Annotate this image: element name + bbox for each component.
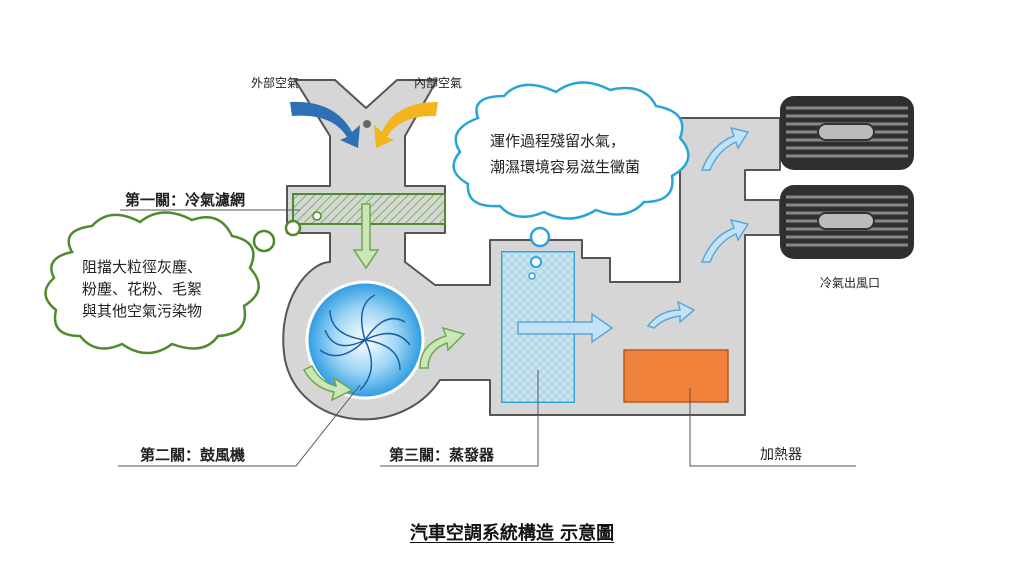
heater-label: 加熱器	[760, 447, 802, 463]
vent-top	[780, 96, 914, 170]
evaporator-note-line-2: 潮濕環境容易滋生黴菌	[490, 158, 641, 176]
outside-air-label: 外部空氣	[251, 76, 300, 90]
outside-air-arrow	[290, 101, 360, 148]
fan-blades	[319, 294, 411, 391]
inside-air-label: 內部空氣	[414, 76, 463, 90]
inside-air-arrow	[374, 102, 438, 148]
filter-note-cloud	[44, 211, 260, 355]
diagram-title-text: 汽車空調系統構造 示意圖	[409, 523, 615, 544]
filter-bubble	[312, 211, 322, 221]
evaporator-note-text: 運作過程殘留水氣， 潮濕環境容易滋生黴菌	[490, 128, 640, 180]
stage2-label: 第二關：鼓風機	[140, 446, 246, 464]
blue-flow-arrows	[517, 126, 750, 344]
diagram-title: 汽車空調系統構造 示意圖	[0, 519, 1024, 545]
filter-note-line-2: 粉塵、花粉、毛絮	[82, 280, 203, 298]
heater-block	[623, 349, 729, 403]
stage3-label: 第三關：蒸發器	[389, 446, 495, 464]
evaporator-note-line-1: 運作過程殘留水氣，	[490, 132, 626, 150]
leader-lines	[118, 209, 856, 467]
outlet-label: 冷氣出風口	[820, 276, 881, 290]
evaporator-note-cloud	[452, 81, 690, 220]
filter-note-text: 阻擋大粒徑灰塵、 粉塵、花粉、毛絮 與其他空氣污染物	[82, 256, 202, 322]
stage1-label: 第一關：冷氣濾網	[125, 191, 246, 209]
vent-bottom	[780, 185, 914, 259]
filter-note-line-3: 與其他空氣污染物	[82, 302, 203, 320]
green-flow-arrows	[302, 203, 466, 402]
filter-note-line-1: 阻擋大粒徑灰塵、	[82, 258, 203, 276]
